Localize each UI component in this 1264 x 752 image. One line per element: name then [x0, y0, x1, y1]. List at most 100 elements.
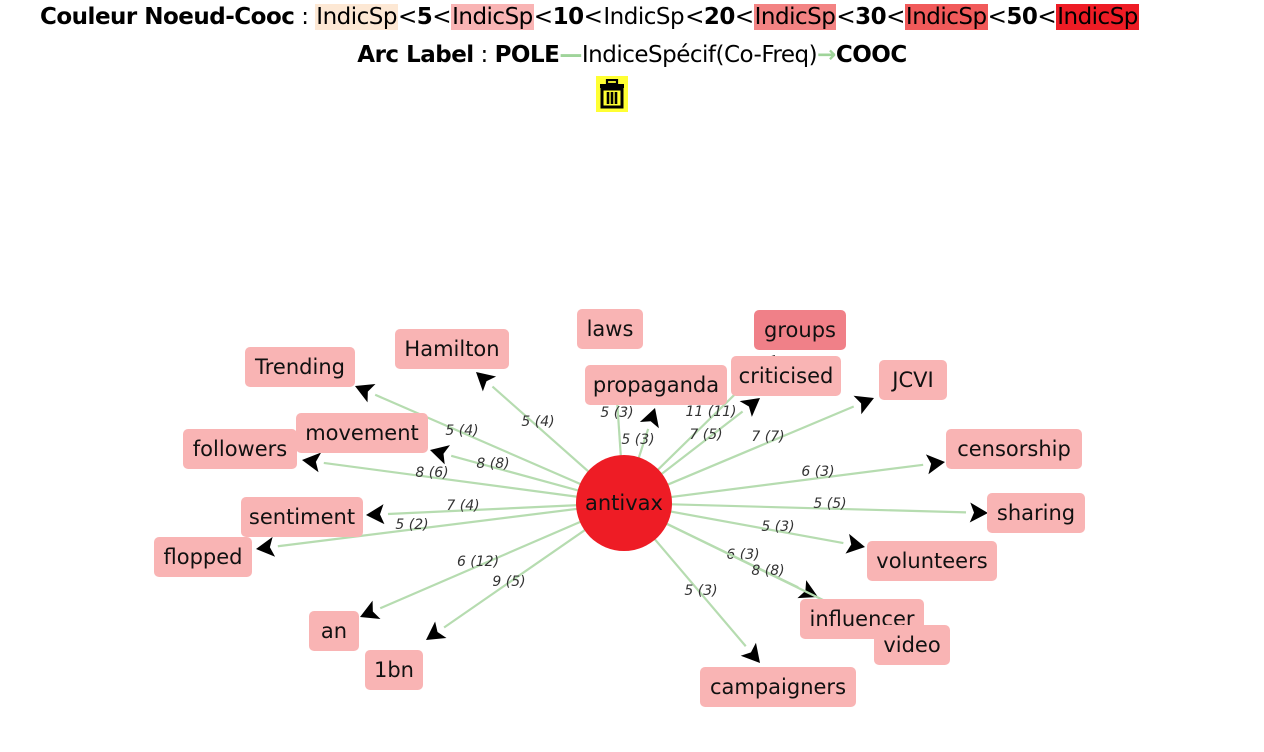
edge-label-1bn: 9 (5): [492, 574, 525, 590]
node-video[interactable]: video: [874, 625, 950, 665]
node-label-video: video: [883, 633, 940, 657]
edge-arrowhead-an: [360, 600, 381, 620]
edge-arrowhead-sharing: [969, 502, 988, 523]
edge-label-sentiment: 7 (4): [446, 498, 479, 514]
node-sentiment[interactable]: sentiment: [241, 497, 363, 537]
arc-legend-title: Arc Label: [357, 42, 474, 68]
node-color-legend: Couleur Noeud-Cooc : IndicSp<5<IndicSp<1…: [40, 4, 1139, 30]
node-jcvi[interactable]: JCVI: [879, 360, 947, 400]
edge-label-censorship: 6 (3): [801, 464, 834, 480]
node-label-sentiment: sentiment: [249, 505, 355, 529]
node-box-campaigners: [700, 667, 856, 707]
node-box-sharing: [987, 493, 1085, 533]
node-label-flopped: flopped: [164, 545, 243, 569]
legend-lt: <: [836, 4, 856, 30]
node-label-1bn: 1bn: [374, 658, 414, 682]
node-influencer[interactable]: influencer: [800, 599, 924, 639]
node-propaganda[interactable]: propaganda: [585, 365, 727, 405]
node-label-trending: Trending: [254, 355, 345, 379]
edge-label-flopped: 5 (2): [395, 517, 428, 533]
node-laws[interactable]: laws: [577, 309, 643, 349]
legend-threshold-5: 50: [1006, 4, 1038, 30]
center-node-label: antivax: [585, 491, 663, 515]
legend-lt: <: [398, 4, 417, 30]
arc-label-legend: Arc Label : POLE—IndiceSpécif(Co-Freq)→C…: [0, 42, 1264, 68]
edge-label-jcvi: 7 (7): [751, 429, 784, 445]
node-flopped[interactable]: flopped: [154, 537, 252, 577]
arc-cooc: COOC: [835, 42, 907, 68]
node-an[interactable]: an: [309, 611, 359, 651]
node-box-movement: [296, 413, 428, 453]
node-box-laws: [577, 309, 643, 349]
edge-label-hamilton: 5 (4): [521, 414, 554, 430]
legend-separator: :: [301, 4, 309, 30]
edge-label-trending: 5 (4): [445, 423, 478, 439]
edge-arrowhead-hamilton: [476, 372, 497, 392]
legend-lt: <: [533, 4, 553, 30]
node-label-hamilton: Hamilton: [404, 337, 499, 361]
node-box-1bn: [365, 650, 423, 690]
node-censorship[interactable]: censorship: [946, 429, 1082, 469]
edge-censorship: [623, 463, 924, 505]
edge-arrowhead-campaigners: [740, 642, 760, 663]
node-box-criticised: [731, 356, 841, 396]
node-label-volunteers: volunteers: [876, 549, 987, 573]
node-box-volunteers: [867, 541, 997, 581]
edge-label-campaigners: 5 (3): [684, 583, 717, 599]
edge-label-video: 8 (8): [751, 563, 784, 579]
node-box-followers: [183, 429, 297, 469]
node-center-antivax[interactable]: antivax: [576, 455, 672, 551]
node-label-movement: movement: [305, 421, 419, 445]
edge-arrowhead-jcvi: [853, 395, 874, 415]
edge-label-an: 6 (12): [457, 554, 499, 570]
edge-label-volunteers: 5 (3): [761, 519, 794, 535]
legend-lt: <: [685, 4, 704, 30]
node-box-trending: [245, 347, 355, 387]
node-criticised[interactable]: criticised: [731, 356, 841, 396]
node-groups[interactable]: groups: [754, 310, 846, 350]
node-campaigners[interactable]: campaigners: [700, 667, 856, 707]
node-1bn[interactable]: 1bn: [365, 650, 423, 690]
node-label-jcvi: JCVI: [890, 368, 933, 392]
node-label-criticised: criticised: [739, 364, 834, 388]
node-label-propaganda: propaganda: [593, 373, 719, 397]
node-hamilton[interactable]: Hamilton: [395, 329, 509, 369]
legend-swatch-3: IndicSp: [602, 4, 686, 30]
node-movement[interactable]: movement: [296, 413, 428, 453]
edge-arrowhead-propaganda: [639, 408, 659, 429]
legend-threshold-3: 20: [703, 4, 736, 30]
edge-label-sharing: 5 (5): [813, 496, 846, 512]
node-trending[interactable]: Trending: [245, 347, 355, 387]
node-volunteers[interactable]: volunteers: [867, 541, 997, 581]
edge-label-followers: 8 (6): [415, 465, 448, 481]
node-label-laws: laws: [587, 317, 634, 341]
node-sharing[interactable]: sharing: [987, 493, 1085, 533]
node-followers[interactable]: followers: [183, 429, 297, 469]
edge-arrowhead-followers: [302, 452, 322, 473]
edge-flopped: [277, 501, 625, 548]
legend-lt: <: [886, 4, 905, 30]
graph-nodes: laws propaganda groups criticised JCVI Hamilt…: [154, 309, 1085, 707]
edge-label-criticised: 7 (5): [689, 427, 722, 443]
arc-pole: POLE: [494, 42, 560, 68]
edge-label-influencer: 6 (3): [726, 547, 759, 563]
trash-button[interactable]: [596, 76, 628, 112]
legend-lt: <: [1037, 4, 1057, 30]
edge-arrowhead-criticised: [739, 398, 760, 417]
node-legend-title: Couleur Noeud-Cooc: [40, 4, 295, 30]
edge-arrowhead-sentiment: [366, 504, 385, 525]
edge-label-groups: 11 (11): [685, 404, 736, 420]
edge-arrowhead-volunteers: [845, 533, 865, 554]
legend-swatch-6: IndicSp: [1056, 4, 1139, 30]
right-arrow-icon: →: [817, 42, 836, 68]
legend-lt: <: [432, 4, 452, 30]
node-box-propaganda: [585, 365, 727, 405]
node-box-video: [874, 625, 950, 665]
legend-swatch-1: IndicSp: [315, 4, 398, 30]
edge-followers: [323, 461, 625, 505]
node-box-flopped: [154, 537, 252, 577]
node-label-sharing: sharing: [997, 501, 1075, 525]
node-box-censorship: [946, 429, 1082, 469]
legend-threshold-4: 30: [855, 4, 887, 30]
edge-label-laws: 5 (3): [600, 405, 633, 421]
